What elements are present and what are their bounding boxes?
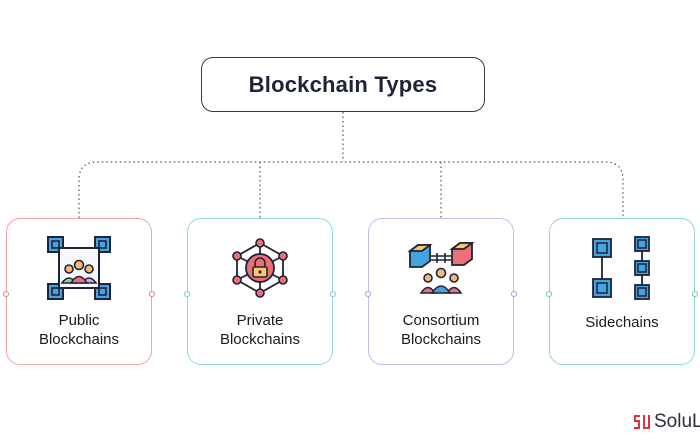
card-label: Sidechains bbox=[550, 313, 694, 332]
title-box: Blockchain Types bbox=[201, 57, 485, 112]
connector-dot-right bbox=[330, 291, 336, 297]
card-sidechains: Sidechains bbox=[549, 218, 695, 365]
connector-dot-left bbox=[184, 291, 190, 297]
sidechain-blocks-icon bbox=[592, 236, 650, 300]
card-label-line1: Private bbox=[236, 312, 284, 329]
card-label-line2: Blockchains bbox=[400, 331, 482, 348]
brand-watermark: SoluL bbox=[634, 410, 700, 434]
card-consortium-blockchains: Consortium Blockchains bbox=[368, 218, 514, 365]
card-public-blockchains: Public Blockchains bbox=[6, 218, 152, 365]
connector-dot-right bbox=[511, 291, 517, 297]
card-label-line2: Blockchains bbox=[219, 331, 301, 348]
consortium-group-icon bbox=[407, 242, 475, 294]
solulab-logo-icon bbox=[634, 415, 650, 429]
public-network-icon bbox=[47, 236, 111, 300]
card-label: Consortium Blockchains bbox=[369, 311, 513, 349]
private-lock-network-icon bbox=[232, 238, 288, 298]
card-label-line1: Consortium bbox=[402, 312, 480, 329]
card-label: Private Blockchains bbox=[188, 311, 332, 349]
brand-text: SoluL bbox=[654, 411, 700, 432]
connector-dot-left bbox=[365, 291, 371, 297]
connector-dot-right bbox=[692, 291, 698, 297]
card-label: Public Blockchains bbox=[7, 311, 151, 349]
connector-dot-left bbox=[3, 291, 9, 297]
card-label-line1: Public bbox=[58, 312, 100, 329]
connector-dot-right bbox=[149, 291, 155, 297]
diagram-title: Blockchain Types bbox=[248, 71, 438, 97]
card-label-line1: Sidechains bbox=[585, 314, 659, 331]
card-label-line2: Blockchains bbox=[38, 331, 120, 348]
connector-dot-left bbox=[546, 291, 552, 297]
card-private-blockchains: Private Blockchains bbox=[187, 218, 333, 365]
